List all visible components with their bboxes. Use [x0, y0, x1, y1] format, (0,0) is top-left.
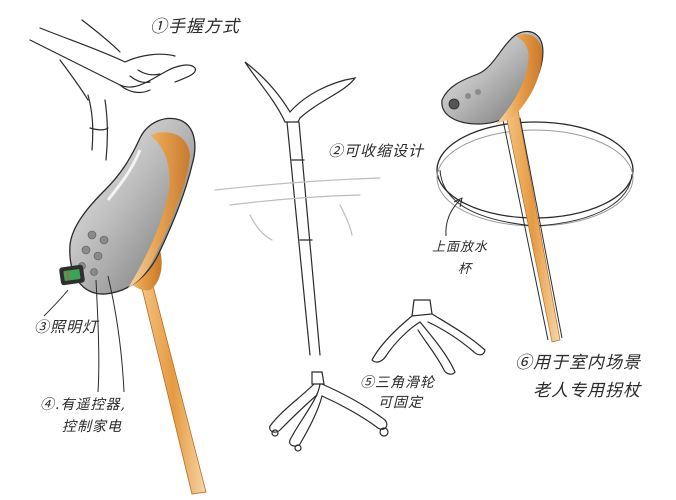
tripod-detail-sketch — [371, 299, 486, 375]
hand-grip-sketch — [29, 19, 197, 161]
annotation-indoor-2: 老人专用拐杖 — [533, 381, 641, 401]
annotation-light: ③照明灯 — [34, 318, 99, 336]
annotation-tripod-2: 可固定 — [378, 395, 423, 411]
main-cane-render — [43, 117, 207, 495]
illumination-light — [59, 264, 85, 286]
main-cane-handle — [69, 117, 196, 295]
annotation-water-cup-2: 杯 — [458, 262, 473, 277]
annotation-remote-2: 控制家电 — [62, 419, 122, 435]
indoor-cane-render — [436, 30, 634, 343]
annotation-indoor-1: ⑥用于室内场景 — [515, 353, 641, 373]
annotation-remote-1: ④.有遥控器, — [40, 397, 126, 413]
annotation-foldable: ②可收缩设计 — [328, 142, 425, 160]
annotation-water-cup-1: 上面放水 — [432, 240, 489, 255]
annotation-tripod-1: ⑤三角滑轮 — [360, 375, 435, 391]
main-cane-pole — [139, 279, 207, 495]
annotation-grip: ①手握方式 — [150, 17, 240, 37]
foldable-cane-sketch — [214, 61, 389, 452]
